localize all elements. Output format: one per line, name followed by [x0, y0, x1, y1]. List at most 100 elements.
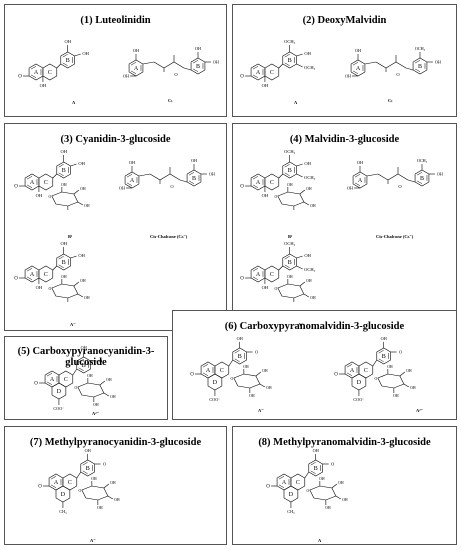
atom-label: O — [170, 184, 174, 189]
structure-label: B¹ — [288, 234, 293, 239]
panel-6: (6) Carboxypyranomalvidin-3-glucoside — [172, 310, 457, 420]
atom-label: COO⁻ — [53, 406, 64, 411]
ring-letter: A — [282, 480, 287, 486]
ring-letter: B — [196, 64, 200, 70]
atom-label: OH — [249, 394, 255, 398]
atom-label: OH — [387, 365, 393, 369]
ring-letter: A — [256, 272, 261, 278]
atom-label: OH — [262, 83, 269, 88]
ring-letter: A — [130, 178, 135, 184]
atom-label: OH — [91, 477, 97, 481]
atom-label: OCH₃ — [284, 241, 296, 246]
atom-label: OCH₃ — [284, 149, 296, 154]
ring-letter: D — [61, 492, 66, 498]
atom-label: OH — [106, 378, 112, 382]
atom-label: OH — [78, 161, 85, 166]
atom-label: OCH₃ — [304, 65, 316, 70]
ring-letter: C — [68, 480, 72, 486]
atom-label: OH — [81, 345, 87, 350]
panel-3: (3) Cyanidin-3-glucoside — [4, 123, 227, 331]
panel-title: (5) Carboxypyranocyanidin-3-glucoside — [17, 346, 155, 368]
ring-letter: C — [48, 70, 52, 76]
atom-label: OH — [80, 187, 86, 191]
ring-letter: A — [30, 180, 35, 186]
ring-letter: A — [30, 272, 35, 278]
atom-label: O — [190, 373, 194, 378]
atom-label: OH — [36, 193, 43, 198]
atom-label: OH — [133, 48, 139, 53]
ring-letter: C — [220, 368, 224, 374]
atom-label: OH — [60, 149, 67, 154]
flavylium-structure: ACBOOHOHOHOHOHOHOHO — [14, 241, 90, 302]
panel-8: (8) Methylpyranomalvidin-3-glucoside — [232, 426, 457, 545]
ring-letter: B — [288, 260, 292, 266]
flavylium-structure: ACBOOHOHOHOHOHOHOHO — [14, 149, 90, 210]
panel-title: (7) Methylpyranocyanidin-3-glucoside — [29, 437, 202, 448]
atom-label: O — [240, 185, 244, 190]
structure-label: Cₜ — [388, 98, 393, 103]
atom-label: O — [174, 72, 178, 77]
ring-letter: B — [418, 64, 422, 70]
flavylium-structure: ACBOOHOCH₃OHOCH₃OHOHOHOHO — [240, 149, 316, 210]
ring-letter: C — [296, 480, 300, 486]
ring-letter: C — [270, 70, 274, 76]
panel-5: (5) Carboxypyranocyanidin-3-glucoside — [4, 336, 168, 420]
ring-letter: B — [314, 466, 318, 472]
atom-label: OH — [119, 186, 125, 191]
atom-label: O — [34, 382, 38, 387]
atom-label: OH — [262, 193, 269, 198]
ring-letter: D — [289, 492, 294, 498]
atom-label: O — [74, 386, 77, 390]
ring-letter: B — [382, 354, 386, 360]
ring-letter: A — [256, 180, 261, 186]
structure-label: Cis-Chalcone (Cₙ⁻) — [376, 234, 414, 239]
ring-letter: C — [270, 180, 274, 186]
atom-label: OH — [64, 39, 71, 44]
atom-label: OH — [237, 336, 243, 341]
atom-label: OH — [287, 183, 293, 187]
atom-label: OH — [114, 498, 120, 502]
atom-label: OH — [410, 386, 416, 390]
atom-label: OH — [213, 60, 219, 65]
atom-label: O — [374, 377, 377, 381]
structure-label: Cₜ — [168, 98, 173, 103]
atom-label: OCH₃ — [417, 158, 428, 163]
ring-letter: A — [134, 66, 139, 72]
atom-label: O — [396, 72, 400, 77]
ring-letter: A — [358, 178, 363, 184]
atom-label: OH — [87, 374, 93, 378]
atom-label: CH₃ — [287, 509, 295, 514]
atom-label: OH — [36, 285, 43, 290]
atom-label: O — [14, 185, 18, 190]
atom-label: OH — [345, 74, 351, 79]
structure-label: A — [294, 100, 298, 105]
atom-label: OH — [319, 477, 325, 481]
atom-label: OH — [243, 365, 249, 369]
atom-label: OH — [304, 161, 311, 166]
atom-label: OH — [304, 253, 311, 258]
structure-label: A⁻ — [70, 322, 76, 327]
structure-label: A — [318, 538, 322, 543]
atom-label: O — [274, 195, 277, 199]
atom-label: OH — [306, 279, 312, 283]
structure-label: A²⁻ — [92, 411, 99, 416]
ring-letter: B — [66, 58, 70, 64]
atom-label: OH — [355, 48, 361, 53]
atom-label: O — [230, 377, 233, 381]
atom-label: OH — [191, 158, 197, 163]
atom-label: OH — [80, 279, 86, 283]
ring-letter: A — [350, 368, 355, 374]
ring-letter: B — [238, 354, 242, 360]
panel-1: (1) Luteolinidin — [4, 4, 227, 117]
atom-label: OH — [85, 448, 91, 453]
atom-label: OH — [262, 285, 269, 290]
ring-letter: B — [288, 168, 292, 174]
structure-label: A — [72, 100, 76, 105]
panel-title: (1) Luteolinidin — [80, 15, 151, 26]
ring-letter: A — [356, 66, 361, 72]
